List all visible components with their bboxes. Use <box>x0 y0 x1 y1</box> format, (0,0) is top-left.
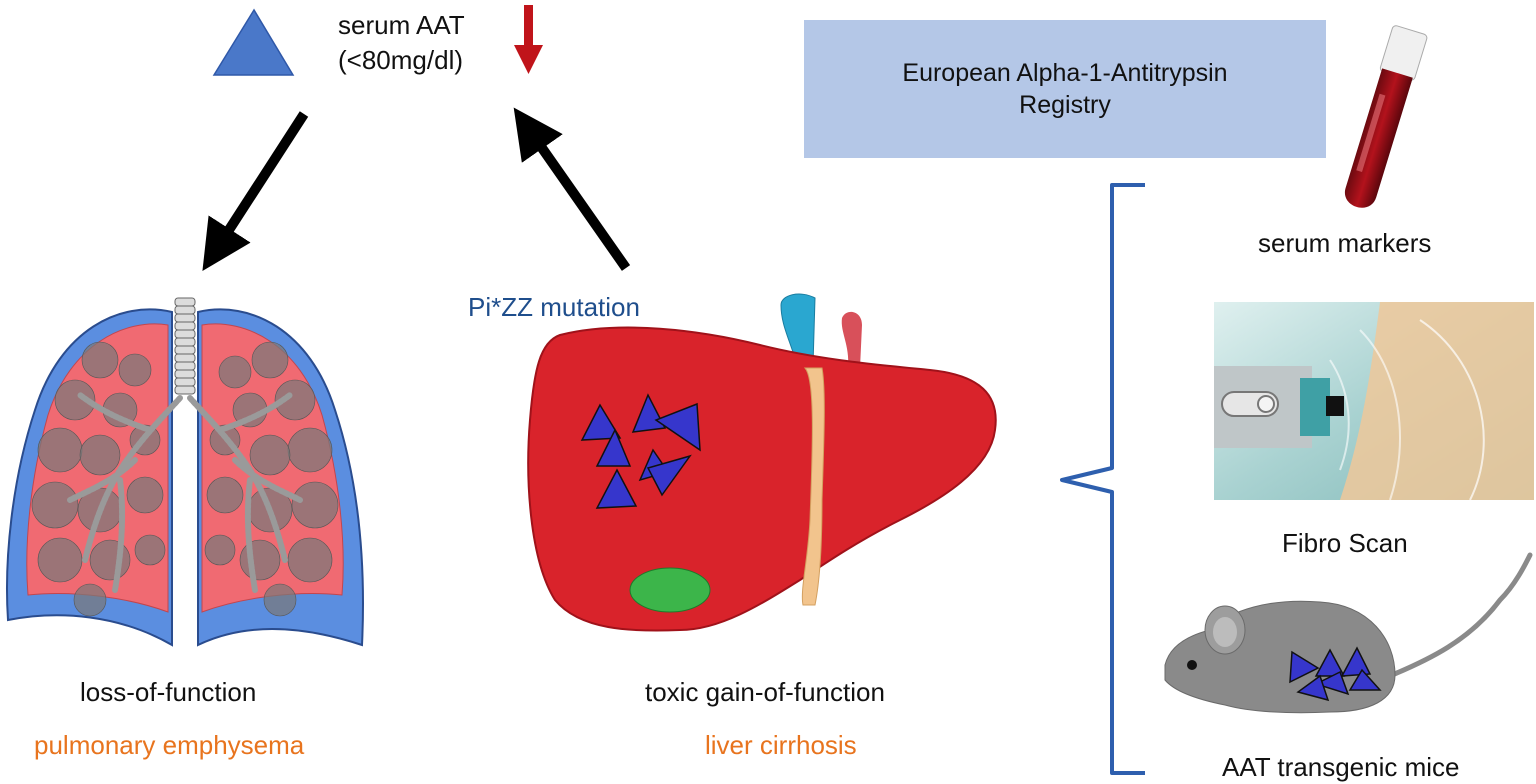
serum-aat-label: serum AAT <box>338 10 465 40</box>
lungs-illustration <box>6 297 364 647</box>
fibroscan-label: Fibro Scan <box>1282 528 1408 558</box>
blood-tube-icon <box>1344 25 1428 208</box>
registry-line-2: Registry <box>1019 91 1111 119</box>
arrow-to-lung <box>202 111 309 271</box>
decrease-arrow-icon <box>514 5 543 74</box>
liver-illustration <box>527 293 997 632</box>
liver-mechanism-label: toxic gain-of-function <box>645 677 885 707</box>
lung-mechanism-label: loss-of-function <box>80 677 257 707</box>
lung-disease-label: pulmonary emphysema <box>34 730 305 760</box>
aat-triangle-icon <box>212 8 295 76</box>
mice-label: AAT transgenic mice <box>1222 752 1460 782</box>
registry-box: European Alpha-1-Antitrypsin Registry <box>804 20 1326 158</box>
arrow-to-serum <box>513 107 631 271</box>
methods-bracket <box>1060 183 1145 775</box>
mutation-label: Pi*ZZ mutation <box>468 292 640 322</box>
fibroscan-image <box>1214 302 1534 501</box>
mouse-illustration <box>1164 552 1533 714</box>
registry-line-1: European Alpha-1-Antitrypsin <box>902 59 1228 87</box>
serum-threshold-label: (<80mg/dl) <box>338 45 463 75</box>
liver-disease-label: liver cirrhosis <box>705 730 857 760</box>
serum-markers-label: serum markers <box>1258 228 1432 258</box>
